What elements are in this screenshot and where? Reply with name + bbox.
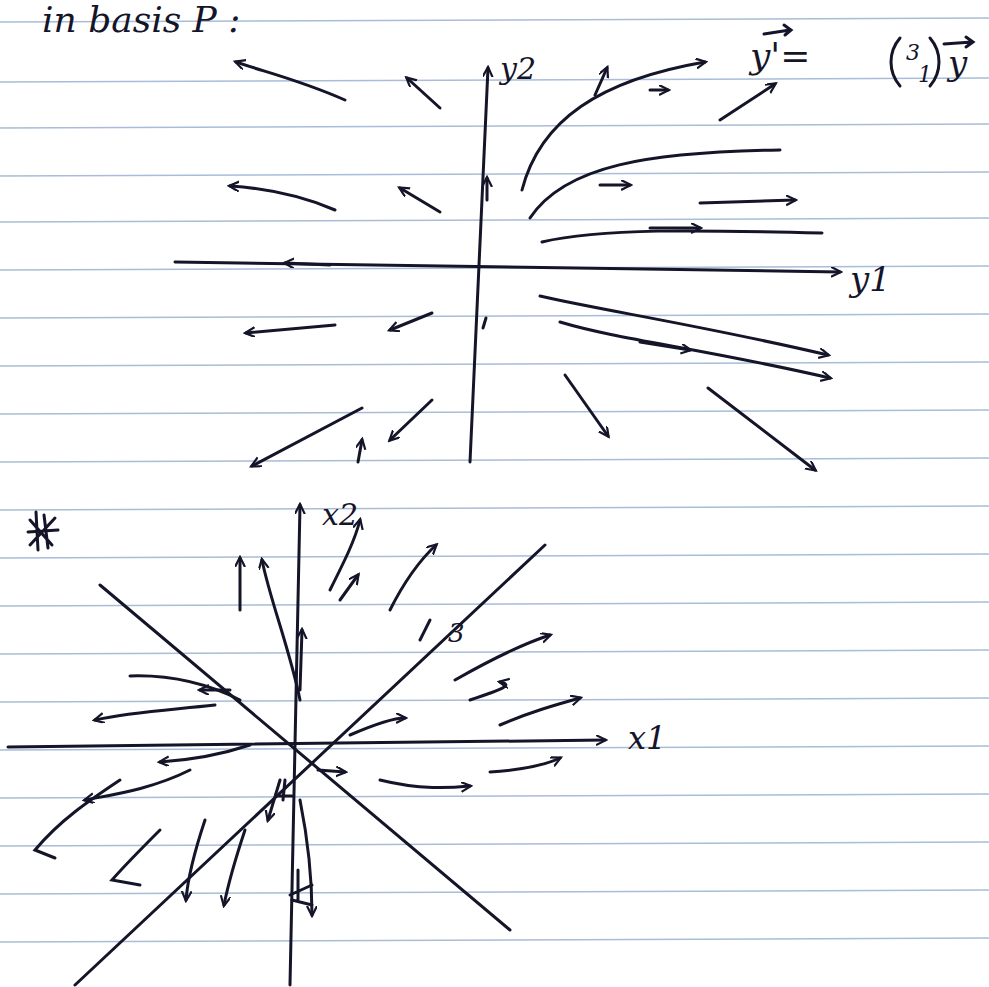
ruled-lines xyxy=(0,18,989,942)
equation-text: y'= xyxy=(750,38,810,74)
axis-label: x2 xyxy=(322,500,358,530)
axis-label: y1 xyxy=(850,262,891,296)
ink xyxy=(8,25,973,985)
equation-text: y xyxy=(948,46,967,80)
trajectory-number: 3 xyxy=(448,620,465,646)
axis-label: x1 xyxy=(628,722,666,754)
matrix-entry: 3 xyxy=(906,42,920,64)
axis-label: y2 xyxy=(500,54,536,84)
heading-note: in basis P : xyxy=(42,2,240,38)
matrix-entry: 1 xyxy=(918,64,932,86)
